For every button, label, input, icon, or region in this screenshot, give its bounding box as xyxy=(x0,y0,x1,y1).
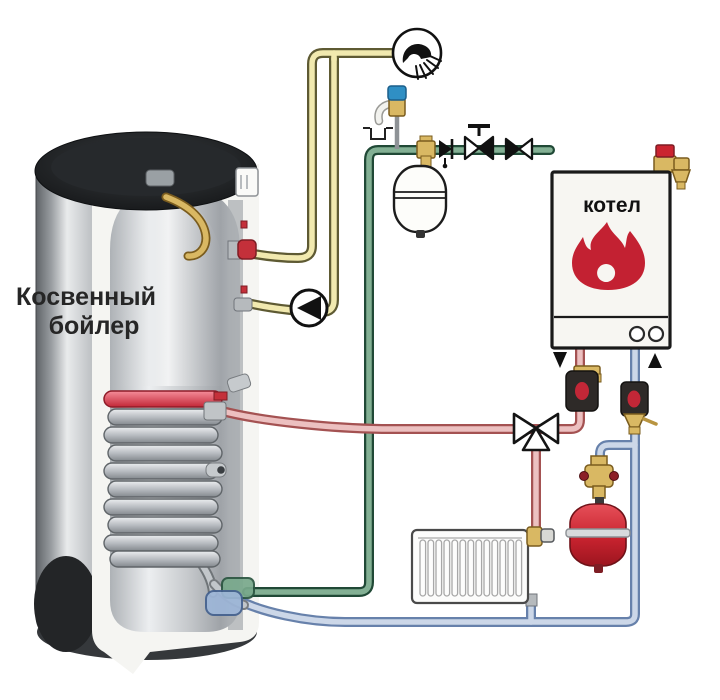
tank-nipple xyxy=(416,230,425,238)
gate-valve-icon xyxy=(504,137,534,161)
tank-nipple xyxy=(594,564,603,573)
dhw-expansion-tank xyxy=(392,164,448,234)
dhw-expansion-tank-assembly xyxy=(392,135,448,238)
indirect-cylinder xyxy=(34,131,259,674)
dhw-safety-valve xyxy=(363,85,407,149)
shower-icon xyxy=(402,44,442,80)
dip-tube xyxy=(163,194,209,259)
red-cap xyxy=(655,144,675,158)
sensor-marker xyxy=(240,220,248,229)
tee-fitting xyxy=(416,140,436,159)
sensor-marker xyxy=(213,391,228,401)
dhw-outlet-valve xyxy=(237,239,257,260)
boiler-knob xyxy=(628,325,646,343)
tank-fittings xyxy=(203,167,259,616)
pump-icon xyxy=(297,296,321,320)
boiler-knob xyxy=(647,325,665,343)
radiator-valve xyxy=(526,526,555,547)
cold-water-pipe xyxy=(242,145,555,597)
blue-cap xyxy=(387,85,407,101)
upper-stub xyxy=(226,373,252,393)
circulation-pump xyxy=(289,288,329,328)
boiler-label: котел xyxy=(583,194,641,217)
radiator-fins xyxy=(418,537,523,597)
shower-outlet xyxy=(391,27,443,80)
flow-arrow-down-icon xyxy=(553,352,567,368)
three-way-valve-icon xyxy=(512,412,560,452)
heating-expansion-tank-assembly xyxy=(565,455,631,573)
flow-arrow-up-icon xyxy=(648,353,662,368)
sensor-marker xyxy=(240,285,248,294)
dirt-separator xyxy=(620,381,658,435)
tank-label-line1: Косвенный xyxy=(16,283,156,311)
boiler-safety-valve xyxy=(653,144,692,190)
relief-spout xyxy=(375,101,393,124)
tank-dome-fitting xyxy=(145,169,175,187)
tank-label-line2: бойлер xyxy=(49,312,140,340)
flame-icon xyxy=(572,222,645,290)
drain-funnel-icon xyxy=(363,127,393,140)
tank-band xyxy=(565,528,631,538)
air-separator xyxy=(565,365,602,412)
drain-lever xyxy=(642,417,658,426)
check-valve-icon xyxy=(439,139,454,169)
heating-coil xyxy=(103,390,223,598)
recirc-inlet-stub xyxy=(233,297,253,312)
heating-return-pipe xyxy=(233,343,640,627)
ball-valve-icon xyxy=(463,124,495,161)
coil-return-coupler xyxy=(205,590,243,616)
expansion-tank-valve xyxy=(579,455,619,506)
tank-base-left xyxy=(34,556,98,652)
tank-top-cap-inner xyxy=(51,138,241,196)
radiator xyxy=(410,526,555,607)
coil-flow-fitting xyxy=(203,401,227,421)
boiler: котел xyxy=(550,144,692,368)
heating-supply-pipe xyxy=(217,343,585,537)
